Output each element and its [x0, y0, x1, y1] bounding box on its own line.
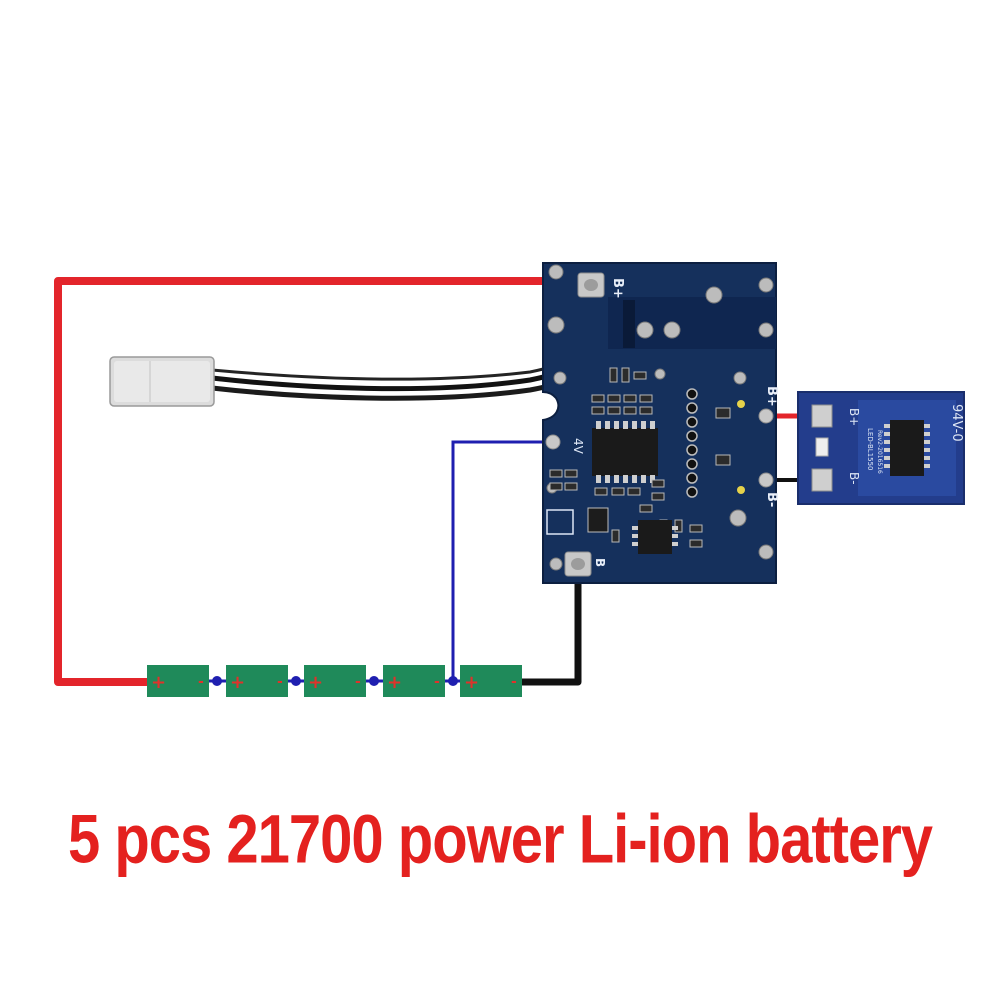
small-ic: [632, 520, 678, 554]
mount-screw: [758, 544, 774, 560]
mount-screw: [758, 277, 774, 293]
b-plus-top-pad: B+: [577, 272, 625, 299]
led-b-plus-pad: B+: [811, 404, 861, 428]
led-board-part-text: LED-BL1550: [866, 428, 874, 471]
led-indicator: [815, 437, 829, 457]
cell-junction: [291, 676, 301, 686]
mount-screw: [553, 371, 567, 385]
caption: 5 pcs 21700 power Li-ion battery: [67, 801, 933, 878]
main-pcb: B+: [542, 262, 779, 584]
4v-pad: 4V: [545, 434, 585, 455]
b-plus-right-pad: B+: [758, 386, 779, 424]
svg-text:+: +: [308, 672, 323, 693]
svg-text:+: +: [151, 672, 166, 693]
positive-wire: [54, 277, 585, 686]
led-board-chip: [884, 420, 930, 476]
4v-label: 4V: [571, 438, 585, 455]
svg-text:-: -: [355, 674, 361, 690]
b-plus-top-label: B+: [610, 278, 625, 299]
svg-text:+: +: [464, 672, 479, 693]
mount-screw: [548, 264, 564, 280]
b-bottom-label: B: [593, 558, 607, 567]
battery-cell: + -: [226, 665, 288, 697]
svg-text:-: -: [277, 674, 283, 690]
sense-wire: [451, 440, 556, 680]
led-b-minus-pad: B-: [811, 468, 861, 492]
mount-screw: [654, 368, 666, 380]
mount-screw: [705, 286, 723, 304]
mount-screw: [729, 509, 747, 527]
cell-junction: [448, 676, 458, 686]
battery-cell: + -: [147, 665, 209, 697]
battery-cell: + -: [383, 665, 445, 697]
svg-text:+: +: [387, 672, 402, 693]
led-board: B+ B- LED-BL1550 Rev2-2016516 94V-0: [797, 391, 965, 505]
negative-wire: [520, 565, 582, 686]
mount-screw: [636, 321, 654, 339]
mount-screw: [547, 316, 565, 334]
led-board-marking: 94V-0: [949, 404, 964, 442]
b-minus-right-label: B-: [764, 492, 779, 507]
thermistor-pad: [546, 509, 574, 535]
mount-screw: [663, 321, 681, 339]
battery-cell: + -: [460, 665, 522, 697]
cell-junction: [369, 676, 379, 686]
b-plus-right-label: B+: [764, 386, 779, 407]
b-bottom-pad: B: [549, 551, 607, 577]
mount-screw: [758, 322, 774, 338]
led-b-minus-label: B-: [847, 472, 861, 485]
cell-junction: [212, 676, 222, 686]
transistor: [587, 507, 609, 533]
mount-screw: [733, 371, 747, 385]
thermistor-connector: [109, 356, 215, 407]
pin-header: [686, 388, 698, 498]
led-board-rev-text: Rev2-2016516: [876, 430, 883, 474]
b-minus-right-pad: B-: [758, 472, 779, 507]
led-b-plus-label: B+: [847, 408, 861, 426]
battery-cells: + - + - + - + - + -: [147, 665, 522, 697]
svg-text:-: -: [434, 674, 440, 690]
svg-text:-: -: [511, 674, 517, 690]
svg-text:+: +: [230, 672, 245, 693]
bms-chip: [592, 421, 658, 483]
svg-text:-: -: [198, 674, 204, 690]
battery-cell: + -: [304, 665, 366, 697]
